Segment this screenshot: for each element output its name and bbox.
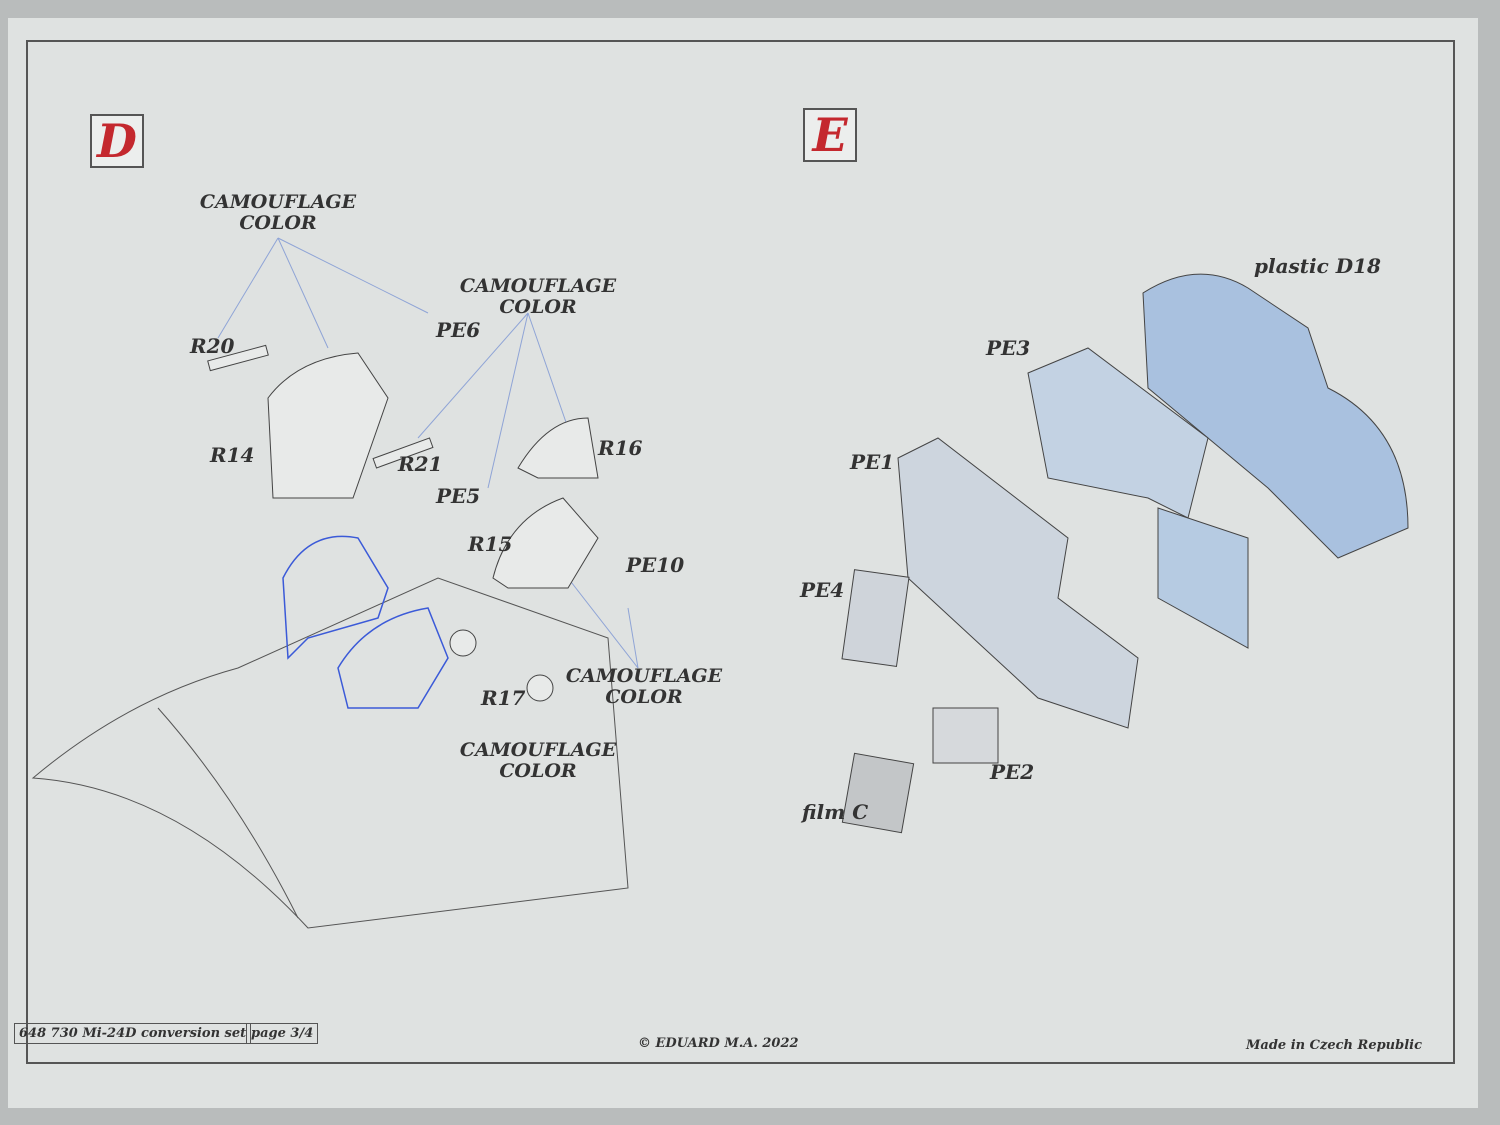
assembly-drawing xyxy=(31,237,1409,929)
part-label: plastic D18 xyxy=(1254,254,1381,278)
leader-lines-d xyxy=(217,237,639,669)
set-name: 648 730 Mi-24D conversion set xyxy=(14,1023,252,1044)
part-label: PE3 xyxy=(986,336,1031,360)
section-e-label: E xyxy=(803,108,857,162)
part-label: PE2 xyxy=(990,760,1035,784)
highlighted-parts xyxy=(282,535,449,709)
part-label: film C xyxy=(802,800,869,824)
camouflage-color-note: CAMOUFLAGE COLOR xyxy=(199,191,357,234)
camouflage-color-note: CAMOUFLAGE COLOR xyxy=(565,665,723,708)
part-label: R15 xyxy=(468,532,513,556)
part-label: R14 xyxy=(210,443,255,467)
camouflage-color-note: CAMOUFLAGE COLOR xyxy=(459,275,617,318)
page-frame xyxy=(26,40,1455,1064)
copyright: © EDUARD M.A. 2022 xyxy=(638,1036,799,1051)
instruction-sheet: D E CAMOUFLAGE COLOR CAMOUFLAGE COLOR CA… xyxy=(8,18,1478,1108)
part-label: PE6 xyxy=(436,318,481,342)
part-label: R17 xyxy=(481,686,526,710)
fuselage-outline xyxy=(31,577,629,929)
parts-d xyxy=(207,344,599,702)
part-label: PE4 xyxy=(800,578,845,602)
made-in: Made in Czech Republic xyxy=(1246,1038,1423,1053)
part-label: R21 xyxy=(398,452,443,476)
part-label: R20 xyxy=(190,334,235,358)
camouflage-color-note: CAMOUFLAGE COLOR xyxy=(459,739,617,782)
part-label: PE10 xyxy=(626,553,685,577)
parts-e xyxy=(841,273,1409,834)
page-number: page 3/4 xyxy=(246,1023,319,1044)
part-label: PE1 xyxy=(850,450,895,474)
section-d-label: D xyxy=(90,114,144,168)
part-label: R16 xyxy=(598,436,643,460)
part-label: PE5 xyxy=(436,484,481,508)
